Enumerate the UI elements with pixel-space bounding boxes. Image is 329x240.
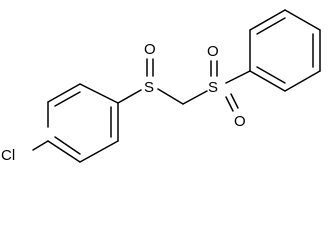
ring-bond [79, 83, 119, 104]
phenyl-ring [249, 9, 321, 92]
ring-bond [47, 140, 81, 163]
sulfonyl-oxygen-top-label: O [207, 43, 219, 60]
chlorophenyl-ring [47, 83, 119, 163]
carbon-chlorine-bond [32, 140, 49, 151]
aryl-sulfinyl-bond [117, 89, 142, 104]
ring-double-bond [256, 17, 286, 35]
ring-bond [249, 9, 286, 31]
ring-bond [79, 140, 119, 163]
ring-bond [284, 70, 321, 92]
sulfinyl-oxygen-label: O [144, 41, 156, 58]
ring-double-bond [256, 66, 286, 84]
sulfonyl-aryl-bond [225, 70, 251, 84]
chlorine-atom-label: Cl [1, 147, 15, 164]
ring-double-bond [54, 136, 81, 155]
ring-double-bond [54, 91, 81, 107]
sulfonyl-oxygen-bottom-double-bond [230, 93, 239, 109]
ring-bond [249, 70, 286, 92]
ring-bond [284, 9, 321, 31]
ring-bond [47, 83, 81, 103]
sulfinyl-sulfur-label: S [144, 79, 154, 96]
sulfonyl-oxygen-bottom-double-bond [225, 96, 234, 112]
sulfinyl-methylene-bond [157, 88, 184, 105]
sulfonyl-oxygen-bottom-label: O [234, 113, 246, 130]
sulfonyl-sulfur-label: S [208, 79, 218, 96]
chemical-structure-diagram: Cl S O S O O [1, 9, 321, 164]
methylene-sulfonyl-bond [182, 90, 208, 105]
